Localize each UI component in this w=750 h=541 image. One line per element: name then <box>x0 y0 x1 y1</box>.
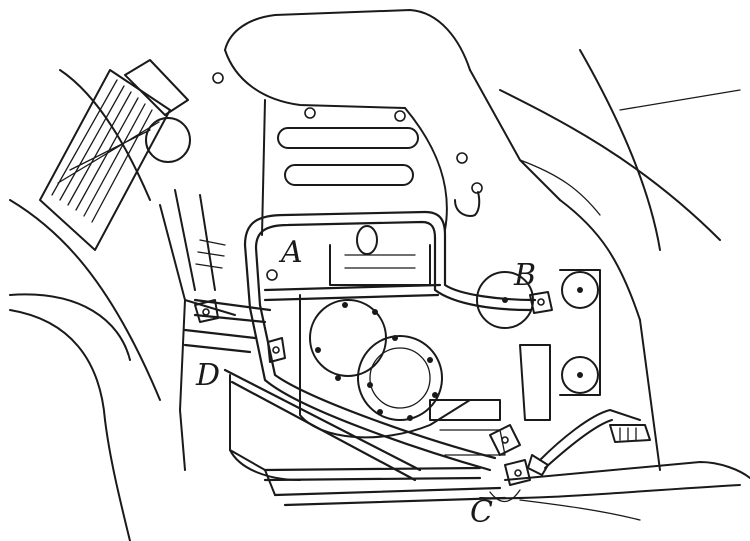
label-c: C <box>470 495 493 530</box>
label-a: A <box>278 235 303 270</box>
belly-pan <box>479 461 750 521</box>
mounting-brackets <box>194 291 553 486</box>
foot-peg <box>527 409 651 476</box>
radiator <box>39 59 191 251</box>
frame-tubes <box>159 189 236 471</box>
panel-bolts <box>212 72 483 281</box>
label-d: D <box>195 358 220 393</box>
engine-cover-bolts <box>315 287 583 421</box>
callout-line-c <box>489 489 521 503</box>
fairing <box>224 9 741 471</box>
label-b: B <box>513 258 536 293</box>
lower-frame-rail <box>183 298 507 507</box>
side-panel-vents <box>277 127 419 186</box>
engine <box>299 191 601 456</box>
front-wheel <box>9 69 161 541</box>
crash-bar <box>243 210 537 472</box>
